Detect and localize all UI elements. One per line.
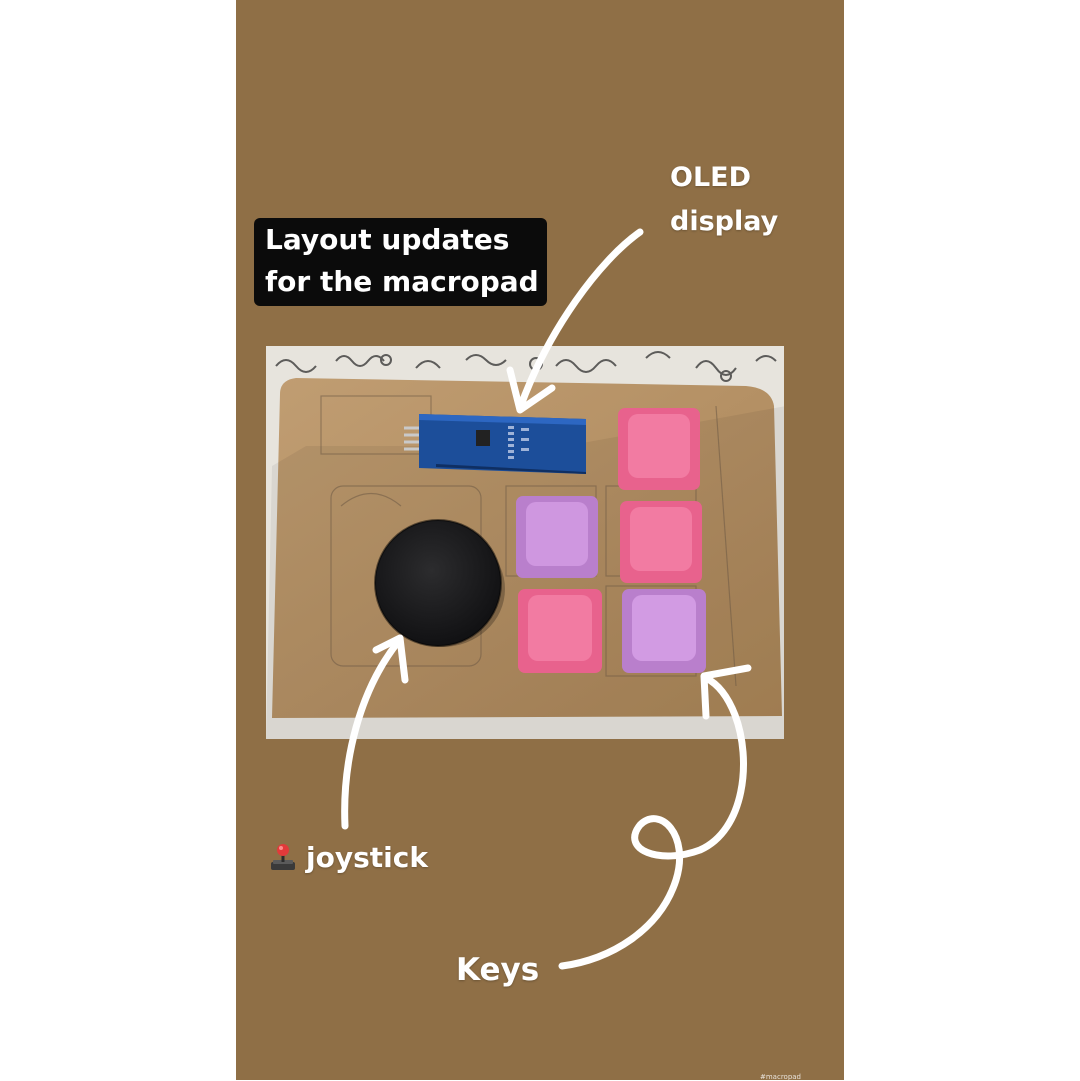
joystick-label: joystick — [270, 840, 428, 876]
oled-label-line-1: OLED — [670, 162, 752, 193]
oled-module — [404, 414, 586, 474]
joystick-emoji-icon — [271, 844, 295, 870]
oled-display-label: OLED display — [670, 156, 778, 244]
story-title-line-2: for the macropad — [265, 265, 539, 298]
story-title-box: Layout updates for the macropad — [254, 218, 547, 306]
keycap-mid-right — [620, 501, 702, 583]
oled-label-line-2: display — [670, 206, 779, 237]
keycap-bottom-right — [622, 589, 706, 673]
macropad-photo-svg — [266, 346, 784, 739]
keycap-bottom-left — [518, 589, 602, 673]
footer-credit: #macropad — [760, 1073, 802, 1081]
joystick-label-text: joystick — [306, 841, 428, 874]
story-title-line-1: Layout updates — [265, 223, 510, 256]
macropad-photo — [266, 346, 784, 739]
joystick-cap — [374, 519, 505, 647]
keys-label: Keys — [456, 952, 540, 988]
keycap-mid-left — [516, 496, 598, 578]
keycaps — [516, 408, 706, 673]
keycap-top-right — [618, 408, 700, 490]
